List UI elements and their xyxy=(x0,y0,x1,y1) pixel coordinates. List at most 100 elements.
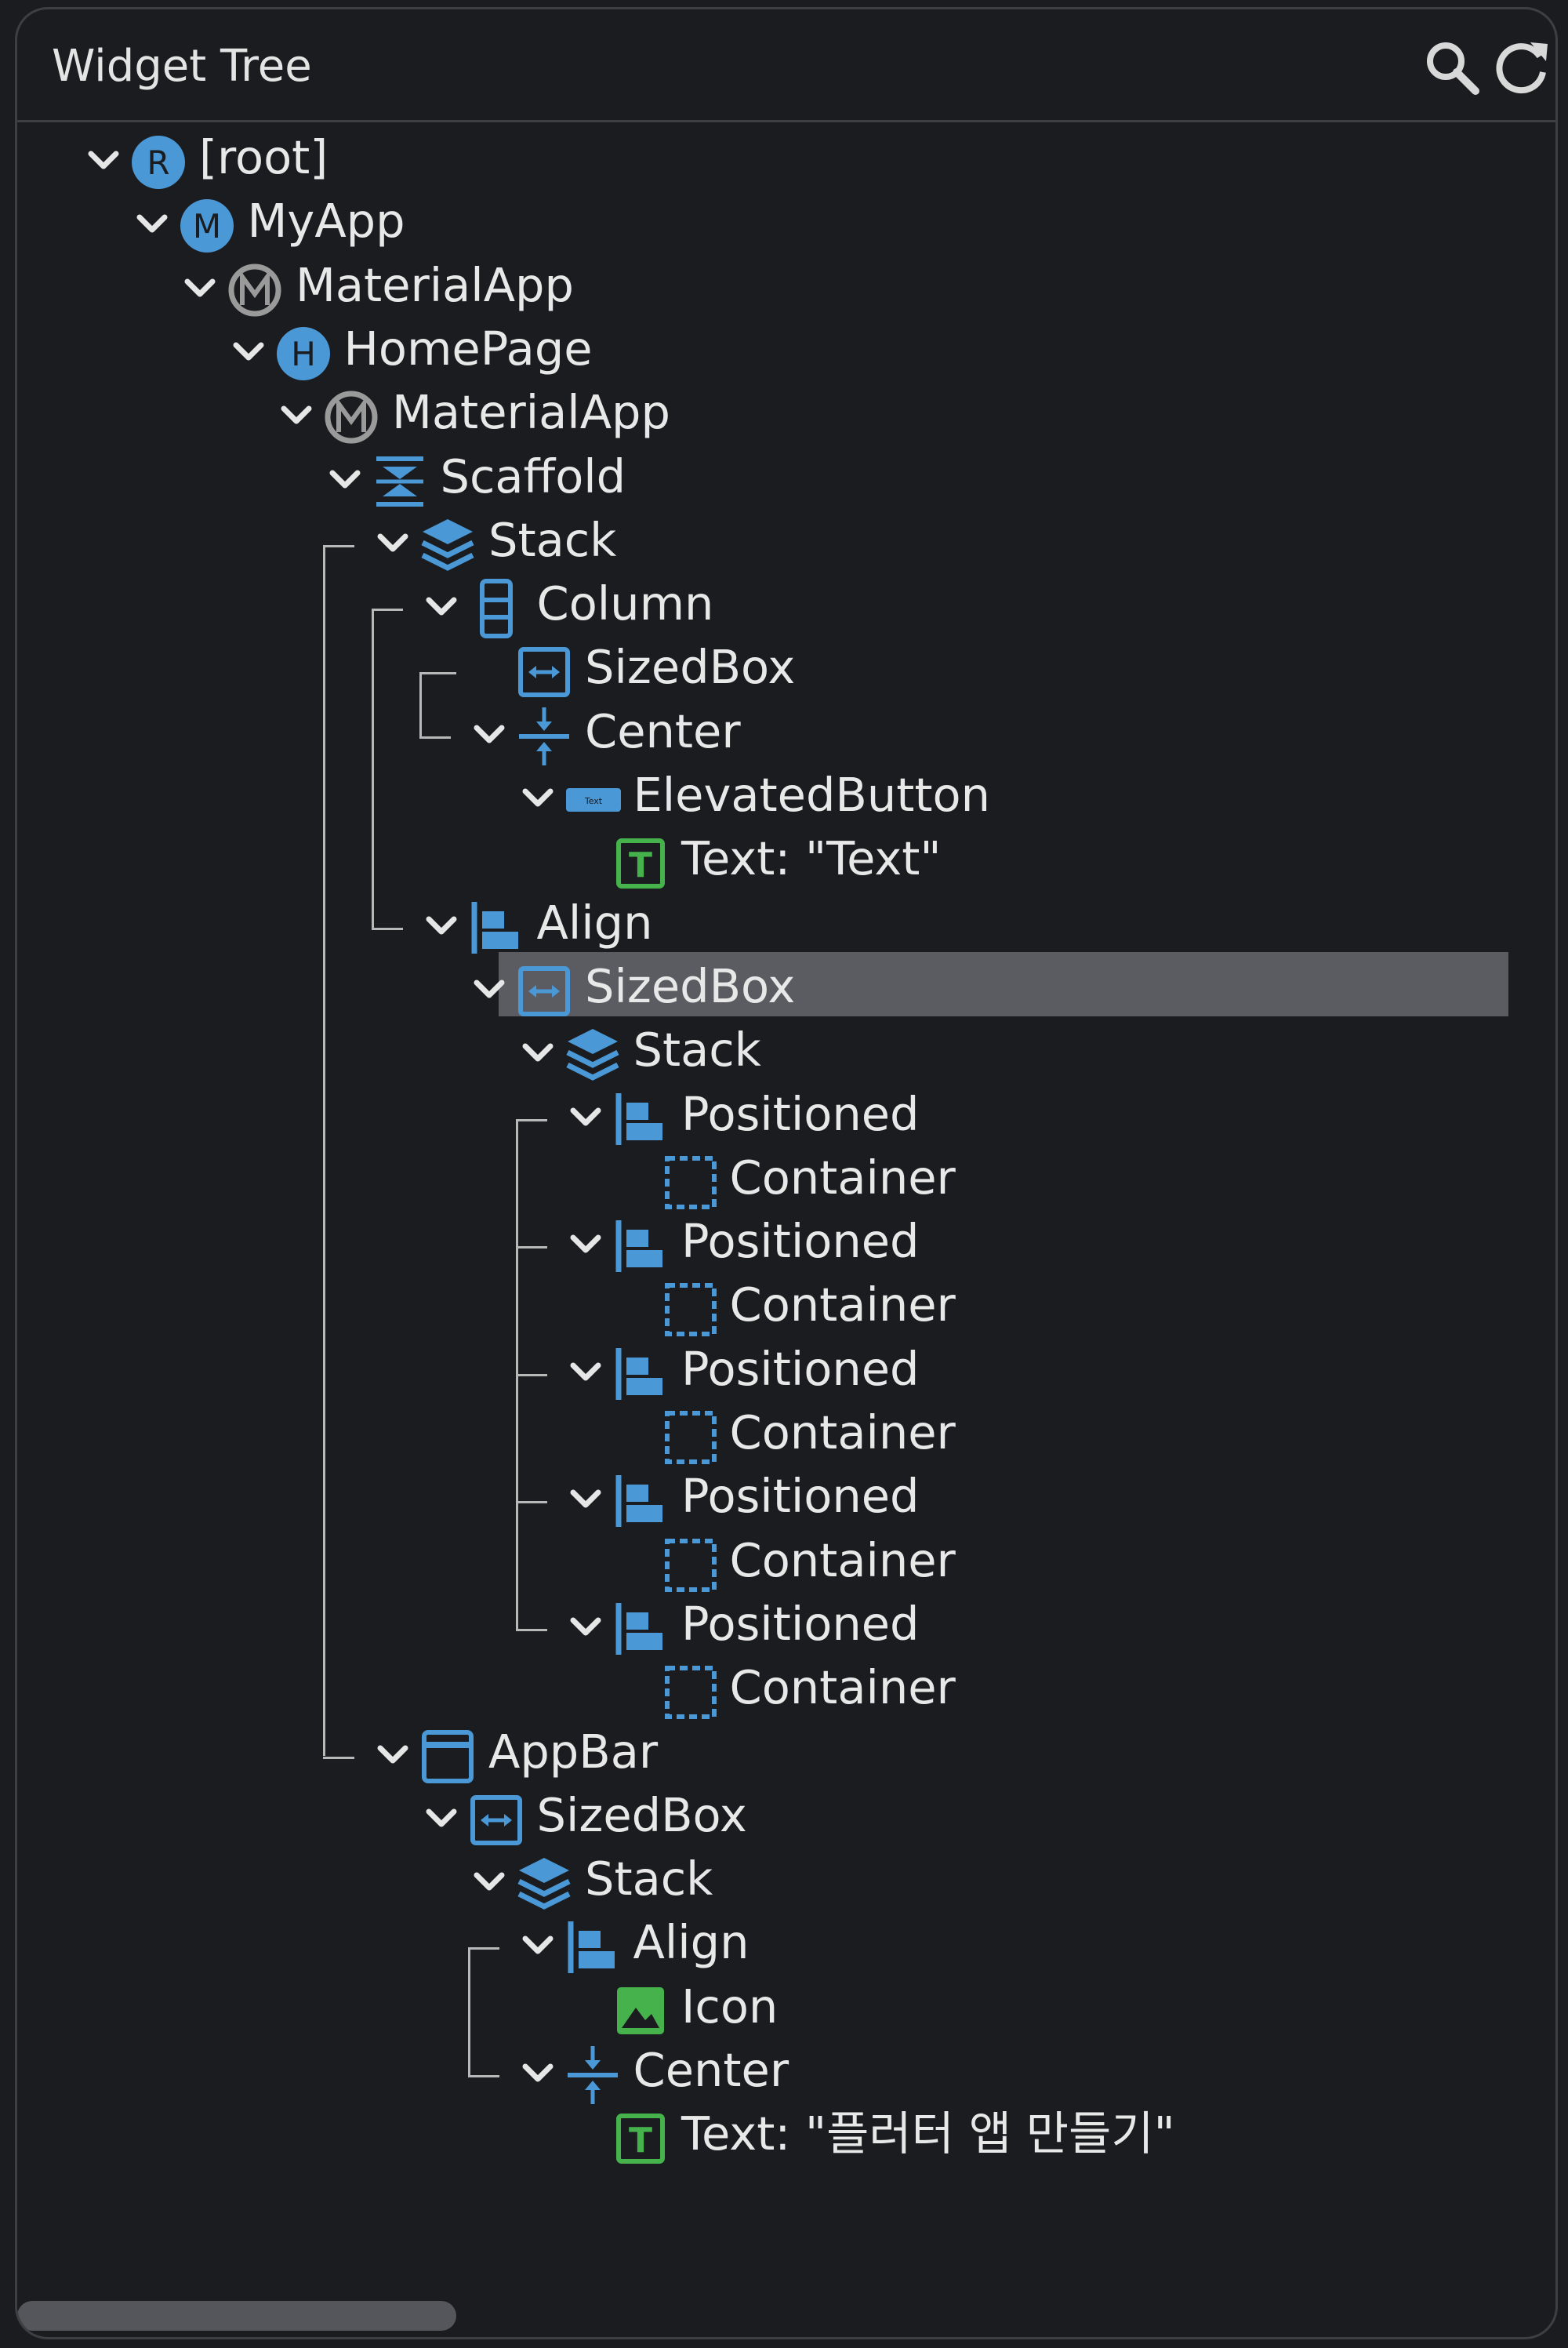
tree-node-label: Column xyxy=(536,576,714,631)
chevron-down-icon[interactable] xyxy=(181,258,219,322)
tree-guide-line xyxy=(419,736,451,739)
tree-node-label: Positioned xyxy=(681,1341,920,1396)
container-icon xyxy=(659,1405,719,1470)
chevron-down-icon[interactable] xyxy=(423,576,460,641)
tree-node-label: Container xyxy=(729,1660,956,1715)
appbar-icon xyxy=(418,1725,477,1789)
panel-header: Widget Tree xyxy=(17,9,1555,122)
tree-node-label: Positioned xyxy=(681,1086,920,1141)
tree-node-label: Text: "플러터 앱 만들기" xyxy=(681,2106,1175,2161)
tree-node-label: Positioned xyxy=(681,1469,920,1524)
elevated-button-icon: Text xyxy=(563,768,622,832)
chevron-down-icon[interactable] xyxy=(519,2043,557,2107)
chevron-down-icon[interactable] xyxy=(326,449,364,514)
tree-node-label: Center xyxy=(633,2043,789,2097)
svg-text:T: T xyxy=(629,845,652,885)
align-icon xyxy=(611,1342,670,1406)
tree-guide-line xyxy=(419,672,456,675)
search-icon[interactable] xyxy=(1421,36,1483,99)
sizedbox-icon xyxy=(514,959,574,1023)
tree-node-label: Container xyxy=(729,1150,956,1205)
image-icon xyxy=(611,1979,670,2044)
chevron-down-icon[interactable] xyxy=(567,1342,604,1406)
tree-guide-line xyxy=(516,1373,547,1376)
tree-guide-line xyxy=(468,2075,499,2077)
refresh-icon[interactable] xyxy=(1491,36,1554,99)
tree-node-label: Align xyxy=(536,895,653,950)
selected-row-highlight xyxy=(499,952,1508,1016)
tree-node-label: Text: "Text" xyxy=(681,831,942,886)
tree-node-label: Stack xyxy=(585,1852,713,1906)
chevron-down-icon[interactable] xyxy=(519,768,557,832)
chevron-down-icon[interactable] xyxy=(567,1214,604,1278)
tree-node-label: Container xyxy=(729,1278,956,1332)
svg-text:Text: Text xyxy=(583,796,602,806)
container-icon xyxy=(659,1278,719,1342)
tree-guide-line xyxy=(516,1118,547,1121)
tree-guide-line xyxy=(372,609,374,928)
tree-node-label: SizedBox xyxy=(585,958,796,1013)
tree-guide-line xyxy=(516,1628,547,1631)
svg-text:R: R xyxy=(147,144,169,182)
tree-guide-line xyxy=(516,1501,547,1504)
tree-node-label: Positioned xyxy=(681,1596,920,1651)
material-logo-icon xyxy=(225,258,285,322)
container-icon xyxy=(659,1660,719,1725)
container-icon xyxy=(659,1150,719,1215)
chevron-down-icon[interactable] xyxy=(519,1915,557,1979)
horizontal-scrollbar[interactable] xyxy=(17,2301,456,2331)
align-icon xyxy=(563,1915,622,1979)
tree-node-label: AppBar xyxy=(488,1724,659,1779)
tree-node-label: MaterialApp xyxy=(392,385,670,440)
tree-node-label: SizedBox xyxy=(585,640,796,695)
text-icon: T xyxy=(611,831,670,896)
chevron-down-icon[interactable] xyxy=(567,1087,604,1151)
align-icon xyxy=(611,1214,670,1278)
tree-guide-line xyxy=(468,1947,470,2075)
chevron-down-icon[interactable] xyxy=(230,322,267,386)
container-icon xyxy=(659,1533,719,1597)
chevron-down-icon[interactable] xyxy=(470,1852,508,1916)
align-icon xyxy=(466,896,526,960)
center-icon xyxy=(514,704,574,769)
tree-guide-line xyxy=(323,1756,354,1759)
tree-node-label: [root] xyxy=(199,130,328,184)
stack-icon xyxy=(514,1852,574,1916)
tree-node-label: Stack xyxy=(488,512,617,567)
tree-guide-line xyxy=(372,609,403,612)
tree-guide-line xyxy=(419,672,422,736)
tree-node-label: Stack xyxy=(633,1023,761,1078)
tree-node-label: HomePage xyxy=(343,321,593,376)
chevron-down-icon[interactable] xyxy=(519,1023,557,1087)
chevron-down-icon[interactable] xyxy=(470,959,508,1023)
tree-guide-line xyxy=(323,544,354,547)
circle-r-icon: R xyxy=(129,130,188,194)
chevron-down-icon[interactable] xyxy=(374,513,412,577)
tree-node-label: Scaffold xyxy=(440,449,626,503)
tree-node-label: Container xyxy=(729,1405,956,1459)
center-icon xyxy=(563,2043,622,2107)
text-icon: T xyxy=(611,2106,670,2171)
chevron-down-icon[interactable] xyxy=(423,1788,460,1852)
chevron-down-icon[interactable] xyxy=(85,130,122,194)
sizedbox-icon xyxy=(466,1788,526,1852)
scaffold-icon xyxy=(370,449,430,514)
tree-node-label: Align xyxy=(633,1915,750,1970)
chevron-down-icon[interactable] xyxy=(567,1469,604,1533)
tree-node-label: Container xyxy=(729,1532,956,1587)
material-logo-icon xyxy=(321,385,381,449)
tree-node-label: MaterialApp xyxy=(296,257,574,312)
tree-node-label: MyApp xyxy=(247,194,405,249)
svg-text:T: T xyxy=(629,2121,652,2161)
align-icon xyxy=(611,1597,670,1661)
chevron-down-icon[interactable] xyxy=(423,896,460,960)
chevron-down-icon[interactable] xyxy=(133,194,171,258)
tree-guide-line xyxy=(468,1947,499,1950)
tree-node-label: SizedBox xyxy=(536,1787,747,1842)
chevron-down-icon[interactable] xyxy=(567,1597,604,1661)
chevron-down-icon[interactable] xyxy=(278,385,315,449)
chevron-down-icon[interactable] xyxy=(374,1725,412,1789)
chevron-down-icon[interactable] xyxy=(470,704,508,769)
stack-icon xyxy=(418,513,477,577)
